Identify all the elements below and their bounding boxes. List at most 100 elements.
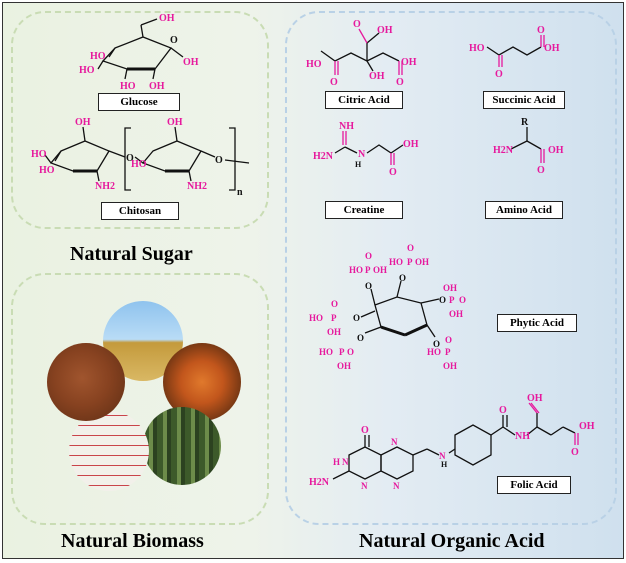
- citric-o-1: O: [330, 77, 338, 88]
- phytic-p-1: P: [365, 265, 371, 275]
- chitosan-ho-2: HO: [39, 165, 55, 176]
- phytic-oh-1: OH: [373, 265, 387, 275]
- phytic-oh-3: OH: [443, 283, 457, 293]
- natural-biomass-heading: Natural Biomass: [61, 530, 204, 552]
- chitosan-nh2-2: NH2: [187, 181, 207, 192]
- chitosan-nh2-1: NH2: [95, 181, 115, 192]
- chitosan-oh-2: OH: [167, 117, 183, 128]
- creatine-o: O: [389, 167, 397, 178]
- phytic-o-p5: O: [347, 347, 354, 357]
- succinic-acid-label: Succinic Acid: [483, 91, 565, 109]
- succinic-ho: HO: [469, 43, 485, 54]
- phytic-o-4: O: [433, 339, 440, 349]
- phytic-o-2: O: [399, 273, 406, 283]
- citric-o-3: O: [396, 77, 404, 88]
- natural-sugar-heading: Natural Sugar: [70, 243, 193, 265]
- folic-o-amide: O: [499, 405, 507, 416]
- phytic-p-3: P: [449, 295, 455, 305]
- phytic-ho-2: HO: [389, 257, 403, 267]
- phytic-oh-4: OH: [449, 309, 463, 319]
- citric-acid-label: Citric Acid: [325, 91, 403, 109]
- phytic-ho-4: HO: [319, 347, 333, 357]
- forest-photo: [143, 407, 221, 485]
- phytic-oh-5: OH: [327, 327, 341, 337]
- glucose-ho-bottom: HO: [120, 81, 136, 92]
- citric-oh-1: OH: [377, 25, 393, 36]
- creatine-h2n: H2N: [313, 151, 334, 162]
- natural-biomass-panel: [11, 273, 269, 525]
- chitosan-label: Chitosan: [101, 202, 179, 220]
- creatine-nh: NH: [339, 121, 354, 132]
- glucose-ho-lower: HO: [79, 65, 95, 76]
- glucose-oh-bottom: OH: [149, 81, 165, 92]
- folic-n-1: N: [342, 457, 349, 467]
- phytic-o-p2: O: [407, 243, 414, 253]
- package-photo: [69, 411, 149, 491]
- phytic-acid-label: Phytic Acid: [497, 314, 577, 332]
- citric-oh-3: OH: [401, 57, 417, 68]
- chitosan-oh-1: OH: [75, 117, 91, 128]
- phytic-o-p6: O: [445, 335, 452, 345]
- citric-acid-structure: HO O O OH OH OH O: [306, 19, 417, 88]
- structures-canvas: OH O HO HO HO OH OH OH HO HO NH2 O: [31, 13, 595, 491]
- phytic-o-p1: O: [365, 251, 372, 261]
- folic-nh: NH: [515, 431, 530, 442]
- natural-organic-acid-panel: [285, 11, 617, 525]
- phytic-oh-6: OH: [337, 361, 351, 371]
- amino-acid-label: Amino Acid: [485, 201, 563, 219]
- glucose-ho-left: HO: [90, 51, 106, 62]
- phytic-o-5: O: [353, 313, 360, 323]
- chitosan-bridge-o: O: [126, 153, 134, 164]
- creatine-label: Creatine: [325, 201, 403, 219]
- creatine-oh: OH: [403, 139, 419, 150]
- phytic-ho-5: HO: [427, 347, 441, 357]
- succinic-o-1: O: [495, 69, 503, 80]
- glucose-oh-right: OH: [183, 57, 199, 68]
- succinic-o-2: O: [537, 25, 545, 36]
- amino-o: O: [537, 165, 545, 176]
- folic-oh-2: OH: [579, 421, 595, 432]
- glucose-structure: OH O HO HO HO OH OH: [79, 13, 199, 92]
- phytic-ho-1: HO: [349, 265, 363, 275]
- creatine-h: H: [355, 160, 362, 169]
- folic-n-4: N: [393, 481, 400, 491]
- folic-hn: H: [333, 457, 340, 467]
- creatine-structure: NH H2N N H O OH: [313, 121, 419, 178]
- folic-o-carbonyl: O: [361, 425, 369, 436]
- creatine-n: N: [358, 149, 366, 160]
- phytic-ho-3: HO: [309, 313, 323, 323]
- phytic-o-p3: O: [459, 295, 466, 305]
- folic-h2n: H2N: [309, 477, 330, 488]
- amino-r: R: [521, 117, 529, 128]
- phytic-o-p4: O: [331, 299, 338, 309]
- folic-n-5: N: [439, 451, 446, 461]
- amino-oh: OH: [548, 145, 564, 156]
- amino-acid-structure: R H2N OH O: [493, 117, 564, 176]
- phytic-acid-structure: O O O O O O HO P O OH HO P O OH P OH O O…: [309, 243, 466, 371]
- phytic-o-6: O: [357, 333, 364, 343]
- citric-o-2: O: [353, 19, 361, 30]
- chitosan-ho-1: HO: [31, 149, 47, 160]
- chitosan-n-subscript: n: [237, 187, 243, 198]
- folic-n-2: N: [361, 481, 368, 491]
- phytic-oh-7: OH: [443, 361, 457, 371]
- folic-oh-1: OH: [527, 393, 543, 404]
- folic-h: H: [441, 460, 448, 469]
- succinic-acid-structure: HO O O OH: [469, 25, 560, 80]
- phytic-p-6: P: [445, 347, 451, 357]
- folic-o-2: O: [571, 447, 579, 458]
- folic-acid-structure: O H N H2N N N N N H O NH OH OH O: [309, 393, 595, 491]
- glucose-oh-top: OH: [159, 13, 175, 24]
- chitosan-structure: OH HO HO NH2 O OH HO NH2 O n: [31, 117, 250, 198]
- glucose-ring-o: O: [170, 35, 178, 46]
- citric-oh-2: OH: [369, 71, 385, 82]
- phytic-o-1: O: [365, 281, 372, 291]
- phytic-p-4: P: [331, 313, 337, 323]
- powder-photo: [47, 343, 125, 421]
- folic-n-3: N: [391, 437, 398, 447]
- chitosan-end-o: O: [215, 155, 223, 166]
- phytic-p-5: P: [339, 347, 345, 357]
- chitosan-ho-3: HO: [131, 159, 147, 170]
- phytic-o-3: O: [439, 295, 446, 305]
